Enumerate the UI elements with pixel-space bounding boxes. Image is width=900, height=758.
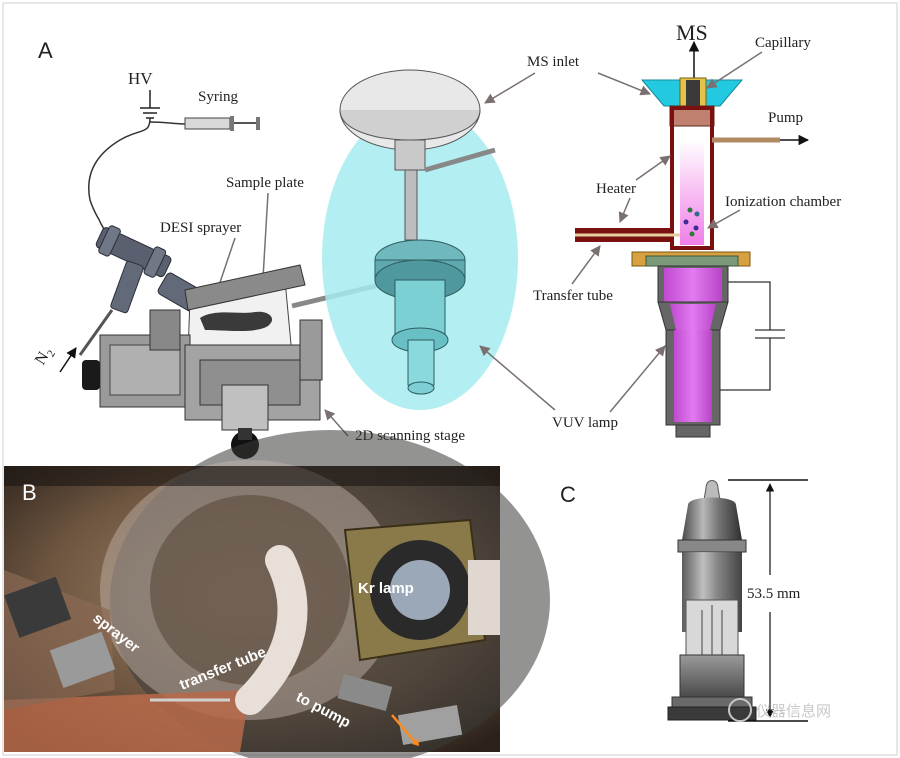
hv-label: HV [128,69,153,88]
transfer-tube-arrow [571,245,601,285]
svg-text:仪器信息网: 仪器信息网 [756,702,831,720]
dimension-label: 53.5 mm [747,586,801,602]
scanning-stage [82,264,323,459]
syringe-label: Syring [198,89,239,105]
heater-arrow-up [635,155,671,181]
vuv-lamp-label: VUV lamp [552,415,618,431]
hv-ground-symbol [88,90,160,223]
panel-label-a: A [38,38,53,63]
n2-arrow [59,347,77,373]
vuv-lamp-arrow-right [609,345,666,413]
ionization-chamber-label: Ionization chamber [725,194,841,210]
photo-panel-b [4,430,550,758]
ms-label: MS [676,20,708,45]
sample-plate-label: Sample plate [226,175,304,191]
kr-lamp-label: Kr lamp [358,580,414,597]
ms-inlet-3d [339,69,496,395]
ms-inlet-label: MS inlet [527,54,580,70]
desi-sprayer-label: DESI sprayer [160,220,241,236]
kr-lamp-photo [667,480,757,721]
panel-label-c: C [560,482,576,507]
ionization-chamber-arrow [707,209,741,229]
watermark: 仪器信息网 [728,698,831,722]
heater-arrow-down [618,197,631,223]
capillary-label: Capillary [755,35,811,51]
capillary-arrow [706,51,763,89]
heater-label: Heater [596,181,636,197]
n2-inlet: N 2 [32,348,58,368]
ms-inlet-arrow-right [597,72,651,96]
svg-text:2: 2 [45,348,58,359]
transfer-tube-label: Transfer tube [533,288,613,304]
ms-inlet-arrow-left [484,72,536,104]
syringe [149,116,260,131]
vuv-lamp-arrow-left [479,345,556,411]
panel-label-b: B [22,480,37,505]
pump-label: Pump [768,110,803,126]
